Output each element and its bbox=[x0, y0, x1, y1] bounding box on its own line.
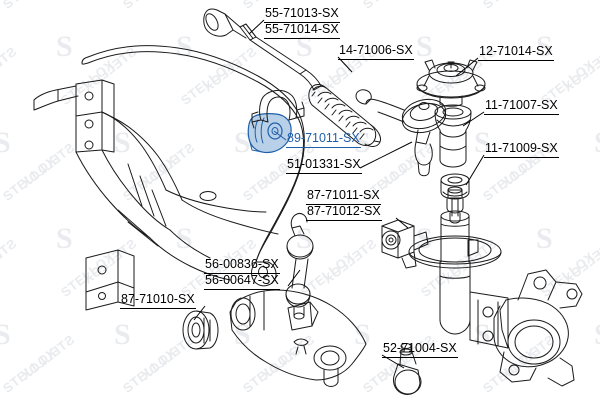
inner-tie-rod-art bbox=[203, 8, 322, 91]
part-label-56-00836-sx: 56-00836-SX bbox=[204, 257, 280, 274]
steering-knuckle-art bbox=[493, 269, 583, 387]
part-label-87-71011-sx: 87-71011-SX bbox=[306, 188, 381, 205]
outer-tie-rod-end-art bbox=[355, 89, 447, 177]
part-label-14-71006-sx: 14-71006-SX bbox=[338, 43, 414, 60]
subframe-art bbox=[33, 79, 279, 311]
part-label-56-00647-sx: 56-00647-SX bbox=[204, 273, 280, 290]
control-arm-rear-bushing-art bbox=[381, 219, 429, 269]
part-label-87-71012-sx: 87-71012-SX bbox=[306, 204, 382, 221]
part-label-51-01331-sx: 51-01331-SX bbox=[286, 157, 362, 174]
strut-assembly-art bbox=[408, 186, 509, 349]
part-label-89-71011-sx: 89-71011-SX bbox=[286, 131, 361, 148]
part-label-55-71014-sx: 55-71014-SX bbox=[264, 22, 340, 39]
part-label-12-71014-sx: 12-71014-SX bbox=[478, 44, 554, 61]
stabilizer-bracket-art bbox=[251, 89, 305, 129]
part-label-55-71013-sx: 55-71013-SX bbox=[264, 6, 340, 23]
part-label-52-71004-sx: 52-71004-SX bbox=[382, 341, 458, 358]
part-label-11-71007-sx: 11-71007-SX bbox=[484, 98, 559, 115]
stabilizer-bushing-highlight-art bbox=[247, 113, 292, 154]
part-label-11-71009-sx: 11-71009-SX bbox=[484, 141, 559, 158]
lower-control-arm-art bbox=[229, 289, 367, 387]
part-label-87-71010-sx: 87-71010-SX bbox=[120, 292, 196, 309]
